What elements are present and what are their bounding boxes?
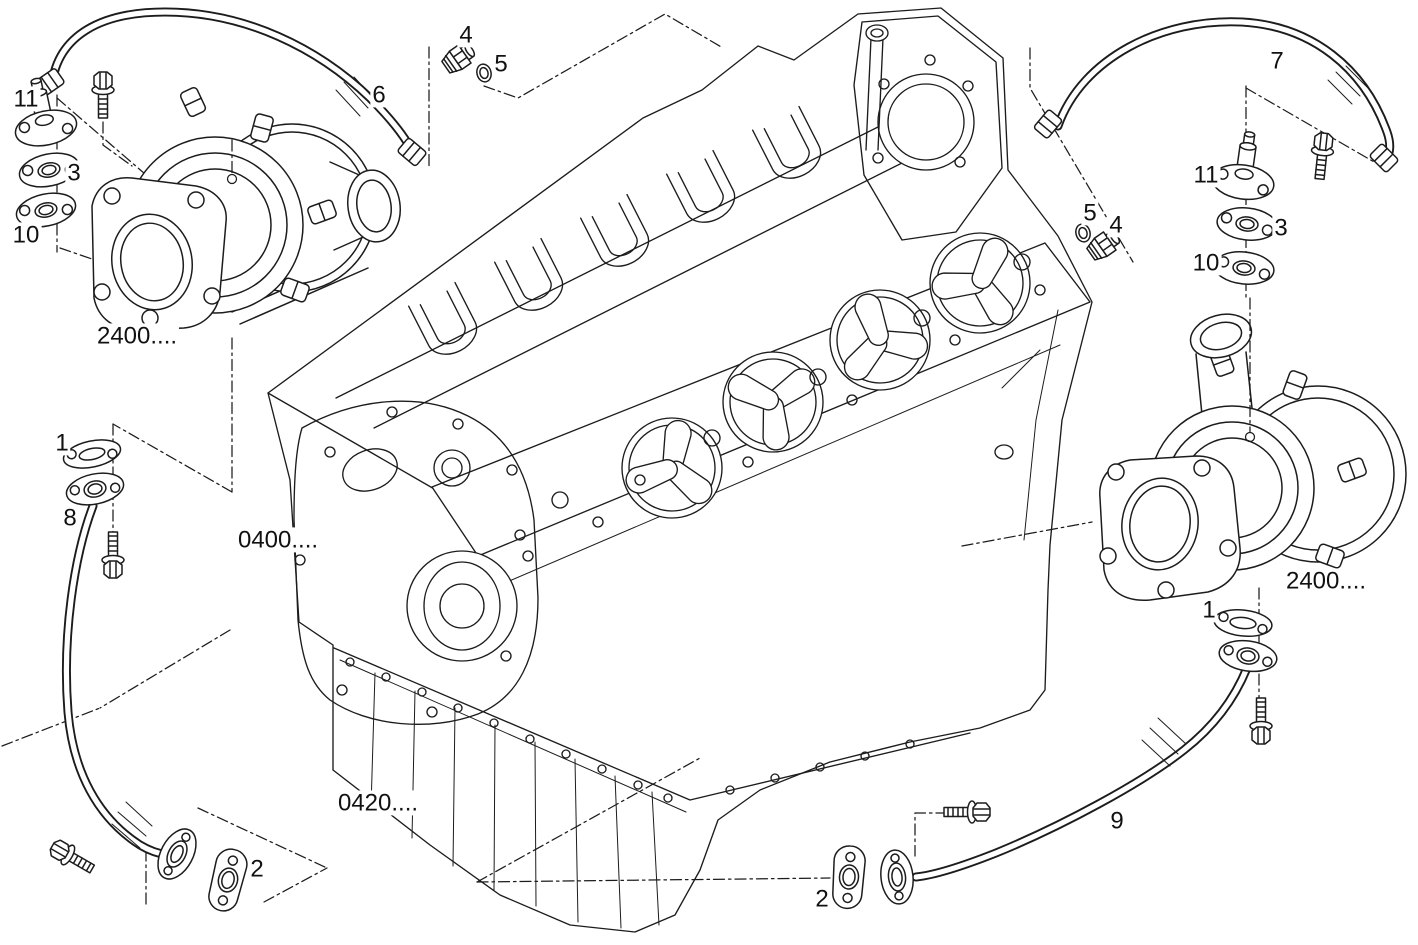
oil-union-11 bbox=[1209, 126, 1282, 204]
callout-8: 8 bbox=[61, 504, 79, 532]
ref-2400-left: 2400.... bbox=[94, 322, 180, 350]
drain-gasket-1-right bbox=[1212, 606, 1274, 640]
left-turbocharger bbox=[91, 85, 401, 331]
callout-10-left: 10 bbox=[10, 221, 42, 249]
callout-10-right: 10 bbox=[1190, 249, 1222, 277]
engine-block bbox=[267, 7, 1093, 933]
callout-1-right: 1 bbox=[1200, 596, 1218, 624]
seal-ring-5-top bbox=[474, 61, 494, 85]
ref-0400: 0400.... bbox=[235, 526, 321, 554]
ref-0420: 0420.... bbox=[335, 789, 421, 817]
ref-2400-right: 2400.... bbox=[1283, 567, 1369, 595]
oil-drain-hose-9 bbox=[877, 663, 1252, 907]
callout-7: 7 bbox=[1268, 47, 1286, 75]
gasket-3 bbox=[1214, 204, 1280, 244]
gasket-2-bottom-center bbox=[830, 844, 867, 911]
drain-flange-right bbox=[1216, 636, 1280, 676]
crankcase-side bbox=[994, 309, 1059, 541]
oil-sump bbox=[333, 647, 971, 929]
dipstick-tube bbox=[865, 24, 889, 151]
oil-delivery-hose-7 bbox=[1032, 17, 1400, 174]
flywheel-housing bbox=[853, 15, 1003, 241]
oil-delivery-hose-6 bbox=[34, 7, 428, 168]
callout-5-right: 5 bbox=[1081, 199, 1099, 227]
callout-6: 6 bbox=[370, 81, 388, 109]
gasket-2-bottom-left bbox=[204, 845, 251, 915]
callout-11-left: 11 bbox=[11, 85, 41, 113]
callout-4-top: 4 bbox=[457, 21, 475, 49]
oil-drain-hose-8 bbox=[61, 501, 205, 887]
callout-2-left: 2 bbox=[248, 855, 266, 883]
braided-section bbox=[1141, 717, 1187, 767]
gasket-10 bbox=[1211, 248, 1277, 288]
braided-section bbox=[1327, 65, 1371, 105]
callout-9: 9 bbox=[1108, 807, 1126, 835]
callout-1-left: 1 bbox=[53, 429, 71, 457]
right-turbocharger bbox=[1099, 313, 1407, 601]
braided-section bbox=[111, 801, 153, 849]
callout-2-center: 2 bbox=[813, 885, 831, 913]
callout-3-right: 3 bbox=[1272, 214, 1290, 242]
callout-5-top: 5 bbox=[492, 50, 510, 78]
cylinder-deck bbox=[431, 212, 1091, 586]
callout-3-left: 3 bbox=[65, 159, 83, 187]
callout-11-right: 11 bbox=[1191, 161, 1221, 189]
callout-4-right: 4 bbox=[1107, 211, 1125, 239]
front-cover bbox=[293, 400, 539, 726]
